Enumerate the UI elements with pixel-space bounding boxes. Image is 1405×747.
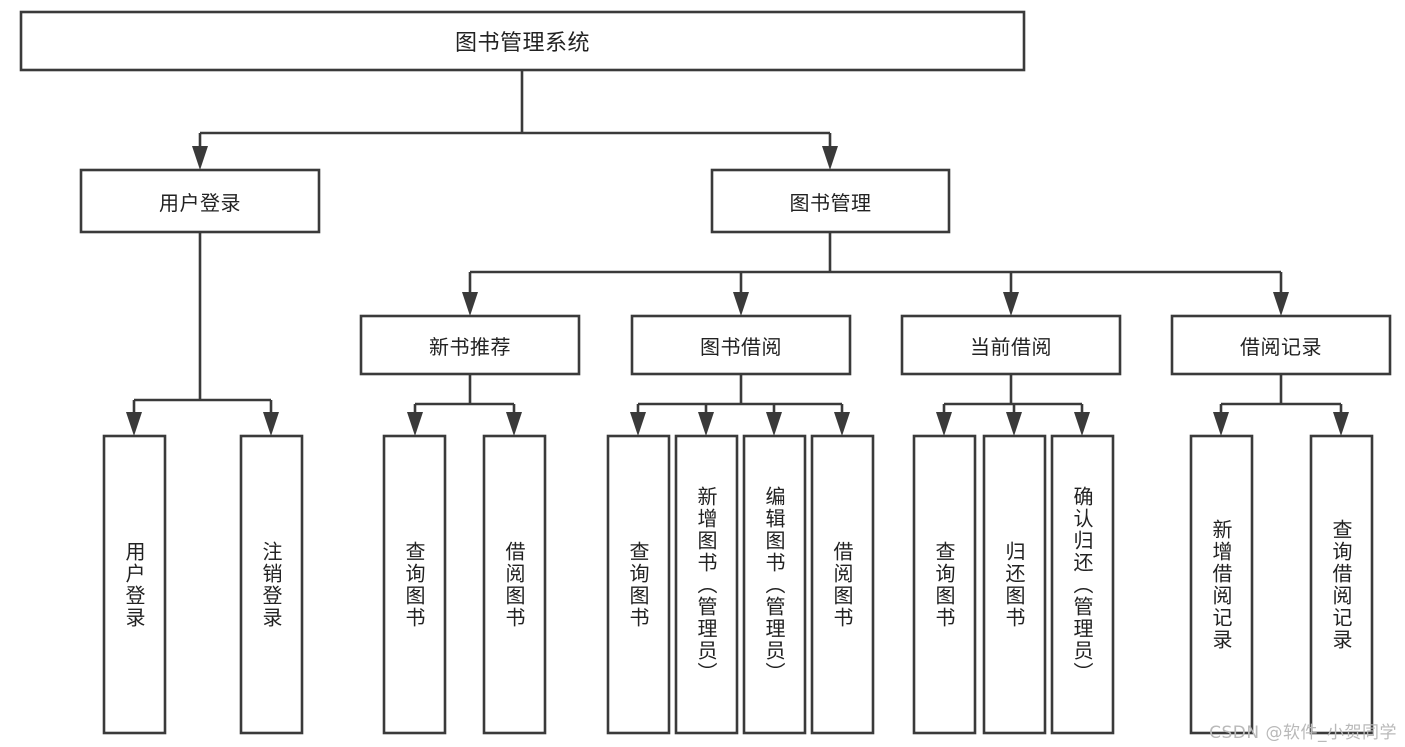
arrow-to-book-borrow [733, 292, 749, 316]
node-box-user-login[interactable] [79, 168, 321, 234]
watermark-text: CSDN @软件_小贺同学 [1209, 723, 1397, 743]
arrow-to-leaf-query-book-3 [936, 412, 952, 436]
arrow-to-leaf-borrow-book-2 [834, 412, 850, 436]
arrow-to-leaf-user-login [126, 412, 142, 436]
connector-new-book-recommend-to-leaves [413, 374, 516, 414]
connector-borrow-record-to-leaves [1219, 374, 1343, 414]
arrow-to-user-login [192, 146, 208, 170]
arrow-to-book-management [822, 146, 838, 170]
node-box-leaf-edit-book-admin[interactable] [742, 434, 807, 735]
node-box-leaf-add-book-admin[interactable] [674, 434, 739, 735]
node-box-leaf-query-borrow-record[interactable] [1309, 434, 1374, 735]
node-box-root[interactable] [19, 10, 1026, 72]
connector-root-to-level2 [198, 70, 832, 148]
arrow-to-leaf-return-book [1006, 412, 1022, 436]
arrow-to-borrow-record [1273, 292, 1289, 316]
node-box-leaf-borrow-book-2[interactable] [810, 434, 875, 735]
node-box-current-borrow[interactable] [900, 314, 1122, 376]
node-box-leaf-return-book[interactable] [982, 434, 1047, 735]
node-box-leaf-logout[interactable] [239, 434, 304, 735]
arrow-to-leaf-confirm-return-admin [1074, 412, 1090, 436]
arrow-to-leaf-borrow-book-1 [506, 412, 522, 436]
node-box-leaf-confirm-return-admin[interactable] [1050, 434, 1115, 735]
arrow-to-current-borrow [1003, 292, 1019, 316]
node-box-leaf-add-borrow-record[interactable] [1189, 434, 1254, 735]
node-box-leaf-borrow-book-1[interactable] [482, 434, 547, 735]
arrow-to-leaf-query-borrow-record [1333, 412, 1349, 436]
node-box-book-borrow[interactable] [630, 314, 852, 376]
arrow-to-leaf-query-book-2 [630, 412, 646, 436]
node-box-book-management[interactable] [710, 168, 951, 234]
node-box-leaf-query-book-1[interactable] [382, 434, 447, 735]
arrow-to-leaf-add-book-admin [698, 412, 714, 436]
node-box-borrow-record[interactable] [1170, 314, 1392, 376]
arrow-to-new-book-recommend [462, 292, 478, 316]
node-box-leaf-query-book-3[interactable] [912, 434, 977, 735]
arrow-to-leaf-edit-book-admin [766, 412, 782, 436]
arrow-to-leaf-add-borrow-record [1213, 412, 1229, 436]
node-box-leaf-query-book-2[interactable] [606, 434, 671, 735]
connector-book-management-to-level3 [468, 232, 1283, 294]
node-box-leaf-user-login[interactable] [102, 434, 167, 735]
arrow-to-leaf-logout [263, 412, 279, 436]
arrow-to-leaf-query-book-1 [407, 412, 423, 436]
connector-current-borrow-to-leaves [942, 374, 1084, 414]
connector-book-borrow-to-leaves [636, 374, 844, 414]
connector-user-login-to-leaves [132, 232, 273, 414]
node-box-new-book-recommend[interactable] [359, 314, 581, 376]
